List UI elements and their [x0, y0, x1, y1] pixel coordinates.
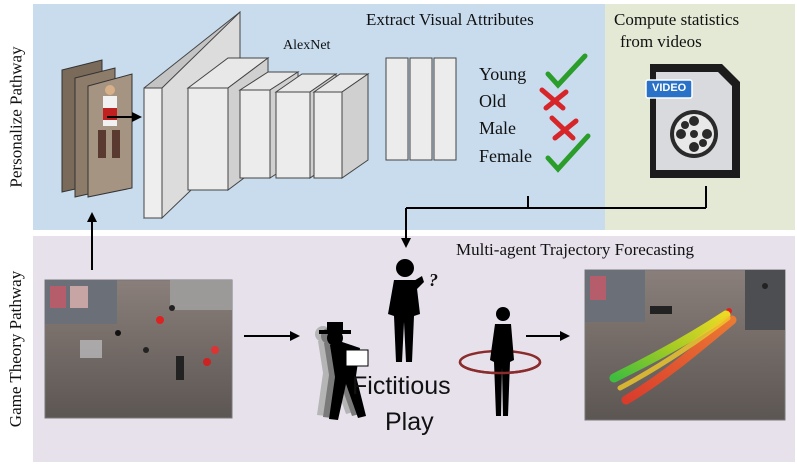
question-mark-icon: ?: [429, 270, 438, 290]
attribute-old: Old: [479, 91, 506, 111]
check-icon-young: [545, 53, 588, 89]
attribute-marks: [539, 53, 591, 173]
alexnet-cnn: [143, 10, 457, 220]
video-file-icon: [645, 64, 740, 178]
street-scene-photo: [44, 279, 233, 419]
walking-agent-silhouette: [315, 322, 369, 420]
input-video-frames: [61, 59, 133, 198]
attribute-male: Male: [479, 118, 516, 138]
forecast-scene-photo: [584, 269, 786, 421]
attribute-young: Young: [479, 64, 527, 84]
compute-stats-title-line1: Compute statistics: [614, 10, 740, 29]
cross-icon-male: [549, 115, 579, 141]
fictitious-play-label-line1: Fictitious: [352, 372, 451, 400]
forecast-title: Multi-agent Trajectory Forecasting: [456, 240, 694, 259]
video-icon-label: VIDEO: [652, 82, 687, 94]
alexnet-label: AlexNet: [283, 38, 331, 53]
attribute-female: Female: [479, 146, 532, 166]
extract-attributes-title: Extract Visual Attributes: [366, 10, 534, 29]
target-agent-silhouette: [458, 307, 542, 416]
fictitious-play-label-line2: Play: [385, 408, 434, 436]
attribute-connector: [401, 186, 707, 248]
check-icon-female: [545, 133, 591, 173]
thinking-agent-silhouette: [388, 259, 424, 362]
cross-icon-old: [539, 87, 569, 111]
compute-stats-title-line2: from videos: [620, 32, 702, 51]
